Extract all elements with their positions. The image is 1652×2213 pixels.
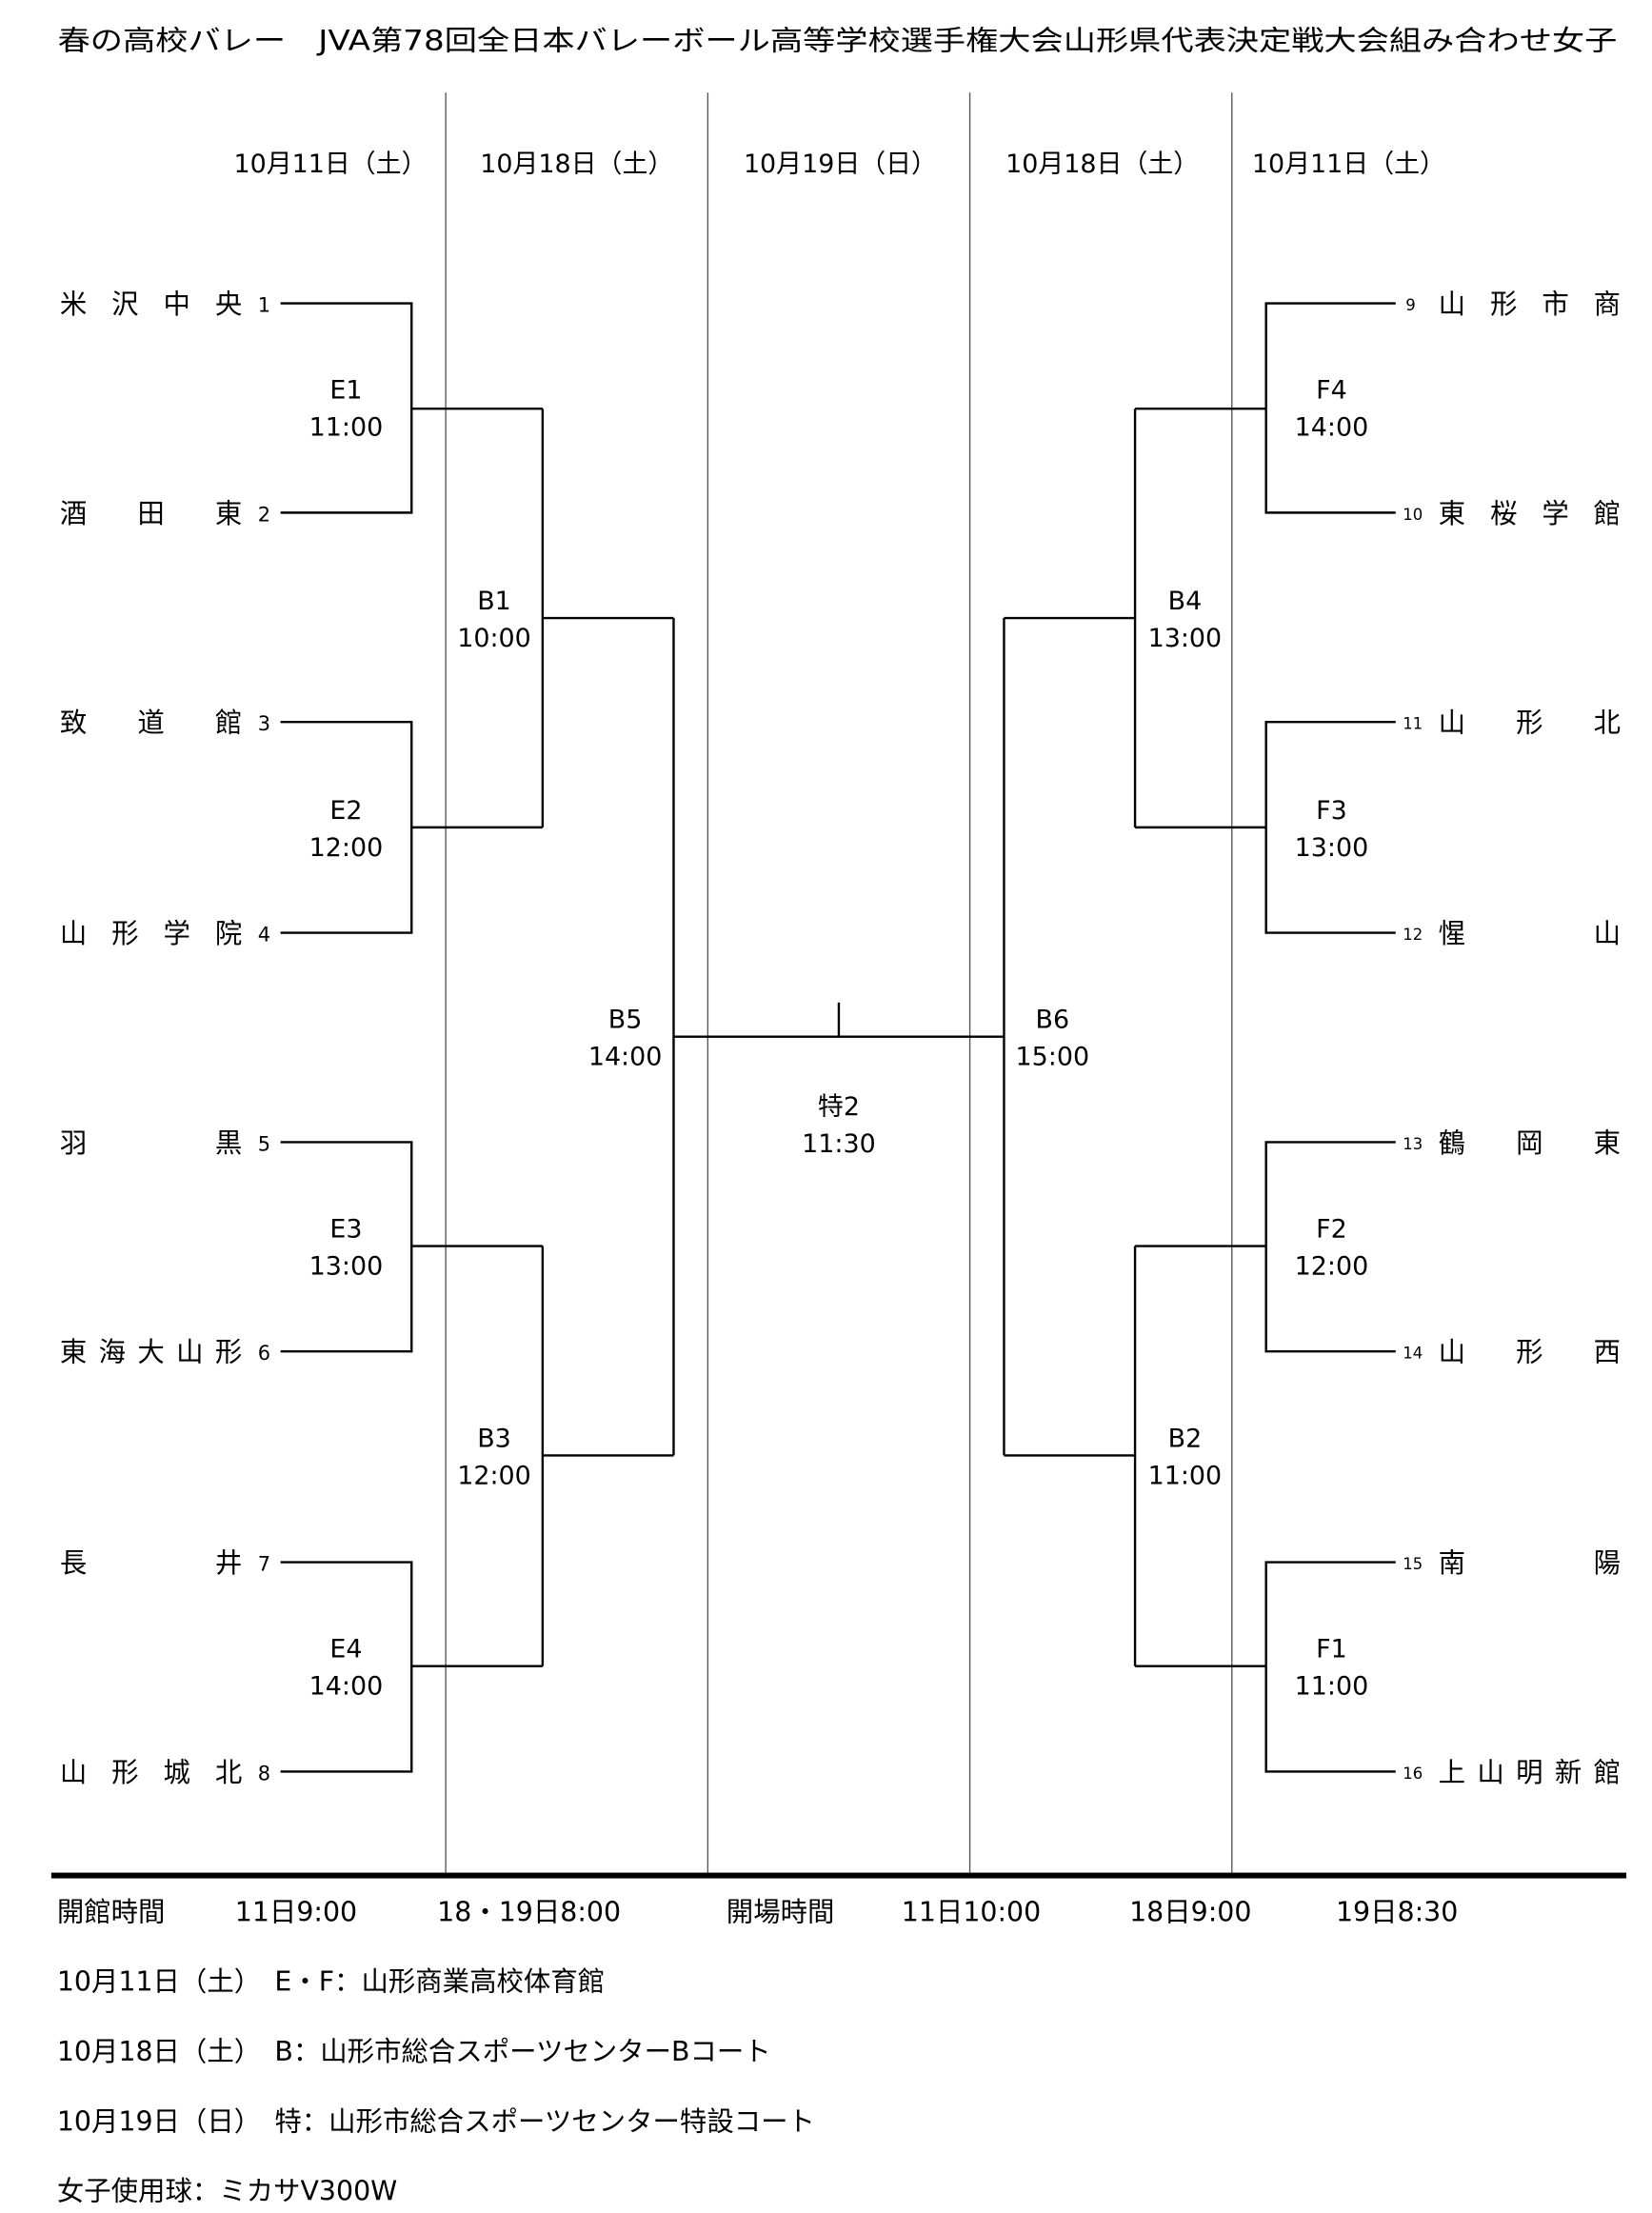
team-name: 致道館 <box>60 708 242 739</box>
match-time: 10:00 <box>457 624 531 653</box>
match-id: F1 <box>1316 1635 1347 1665</box>
match-id: B2 <box>1168 1424 1203 1453</box>
team-name: 上山明新館 <box>1439 1757 1621 1788</box>
seed-number: 10 <box>1403 506 1423 524</box>
team-name: 山形学院 <box>60 918 242 949</box>
match-id: B1 <box>477 587 511 616</box>
venue-line: 10月18日（土） B：山形市総合スポーツセンターBコート <box>57 2036 771 2067</box>
team-name: 酒田東 <box>60 498 242 529</box>
open-hall-time-1: 11日9:00 <box>235 1896 357 1927</box>
team-name: 羽黒 <box>60 1127 242 1159</box>
team-name: 東桜学館 <box>1439 498 1621 529</box>
round-dates: 10月11日（土） 10月18日（土） 10月19日（日） 10月18日（土） … <box>233 150 1444 179</box>
team-name: 山形西 <box>1439 1337 1621 1368</box>
seed-number: 13 <box>1403 1135 1423 1153</box>
column-dividers <box>445 92 1233 1873</box>
match-time: 15:00 <box>1016 1043 1090 1072</box>
page-title: 春の高校バレー JVA第78回全日本バレーボール高等学校選手権大会山形県代表決定… <box>58 24 1618 56</box>
date-round1-right: 10月11日（土） <box>1252 150 1445 179</box>
match-id: E1 <box>329 376 362 406</box>
match-id: B3 <box>477 1424 511 1453</box>
match-time: 11:00 <box>1295 1672 1369 1702</box>
date-round2-right: 10月18日（土） <box>1005 150 1199 179</box>
seed-number: 14 <box>1403 1345 1423 1363</box>
open-venue-label: 開場時間 <box>726 1896 835 1927</box>
date-round1-left: 10月11日（土） <box>233 150 427 179</box>
team-name: 山形城北 <box>60 1757 242 1788</box>
seed-number: 16 <box>1403 1764 1423 1783</box>
match-time: 11:00 <box>309 413 384 443</box>
venue-line: 10月19日（日） 特：山形市総合スポーツセンター特設コート <box>57 2105 815 2137</box>
team-name: 南陽 <box>1439 1547 1621 1579</box>
team-name: 長井 <box>60 1547 242 1579</box>
match-id: F4 <box>1316 376 1347 406</box>
open-hall-label: 開館時間 <box>57 1896 166 1927</box>
seed-number: 7 <box>258 1553 270 1576</box>
match-time: 12:00 <box>457 1461 531 1490</box>
venue-line: 10月11日（土） E・F：山形商業高校体育館 <box>57 1966 605 1998</box>
date-final: 10月19日（日） <box>744 150 937 179</box>
seed-number: 1 <box>258 294 270 317</box>
bracket-lines <box>280 302 1396 1773</box>
match-id: F2 <box>1316 1215 1347 1245</box>
match-id: 特2 <box>818 1092 860 1122</box>
match-time: 13:00 <box>1295 833 1369 863</box>
match-id: B6 <box>1036 1006 1070 1035</box>
team-name: 鶴岡東 <box>1439 1127 1621 1159</box>
open-hall-time-2: 18・19日8:00 <box>437 1896 621 1927</box>
left-teams: 米沢中央 1 酒田東 2 致道館 3 山形学院 4 羽黒 5 東海大山形 6 長… <box>60 289 270 1788</box>
match-time: 12:00 <box>1295 1251 1369 1281</box>
team-name: 惺山 <box>1439 918 1621 949</box>
team-name: 山形市商 <box>1439 289 1621 320</box>
seed-number: 3 <box>258 712 270 735</box>
match-labels: E1 11:00 E2 12:00 E3 13:00 E4 14:00 B1 1… <box>309 376 1369 1702</box>
team-name: 山形北 <box>1439 708 1621 739</box>
match-id: B4 <box>1168 587 1203 616</box>
match-id: B5 <box>608 1006 643 1035</box>
seed-number: 11 <box>1403 715 1423 733</box>
open-venue-time-2: 18日9:00 <box>1129 1896 1251 1927</box>
seed-number: 6 <box>258 1342 270 1365</box>
seed-number: 5 <box>258 1132 270 1155</box>
match-id: E4 <box>329 1635 362 1665</box>
match-time: 14:00 <box>309 1672 384 1702</box>
match-time: 14:00 <box>588 1043 663 1072</box>
match-id: E3 <box>329 1215 362 1245</box>
match-time: 11:00 <box>1148 1461 1223 1490</box>
match-time: 13:00 <box>1148 624 1223 653</box>
match-time: 12:00 <box>309 833 384 863</box>
seed-number: 8 <box>258 1762 270 1784</box>
seed-number: 9 <box>1405 296 1415 314</box>
date-round2-left: 10月18日（土） <box>480 150 673 179</box>
match-id: E2 <box>329 796 362 826</box>
match-id: F3 <box>1316 796 1347 826</box>
seed-number: 4 <box>258 924 270 947</box>
footer-divider <box>50 1872 1627 1879</box>
open-venue-time-3: 19日8:30 <box>1336 1896 1458 1927</box>
open-venue-time-1: 11日10:00 <box>902 1896 1041 1927</box>
seed-number: 12 <box>1403 926 1423 944</box>
footer: 開館時間 11日9:00 18・19日8:00 開場時間 11日10:00 18… <box>57 1896 1458 2206</box>
match-time: 14:00 <box>1295 413 1369 443</box>
match-time: 13:00 <box>309 1251 384 1281</box>
seed-number: 2 <box>258 503 270 526</box>
seed-number: 15 <box>1403 1555 1423 1573</box>
team-name: 米沢中央 <box>60 289 242 320</box>
right-teams: 9 山形市商 10 東桜学館 11 山形北 12 惺山 13 鶴岡東 14 山形… <box>1403 289 1621 1788</box>
team-name: 東海大山形 <box>60 1337 242 1368</box>
match-time: 11:30 <box>802 1129 876 1159</box>
ball-info: 女子使用球：ミカサV300W <box>57 2176 397 2207</box>
